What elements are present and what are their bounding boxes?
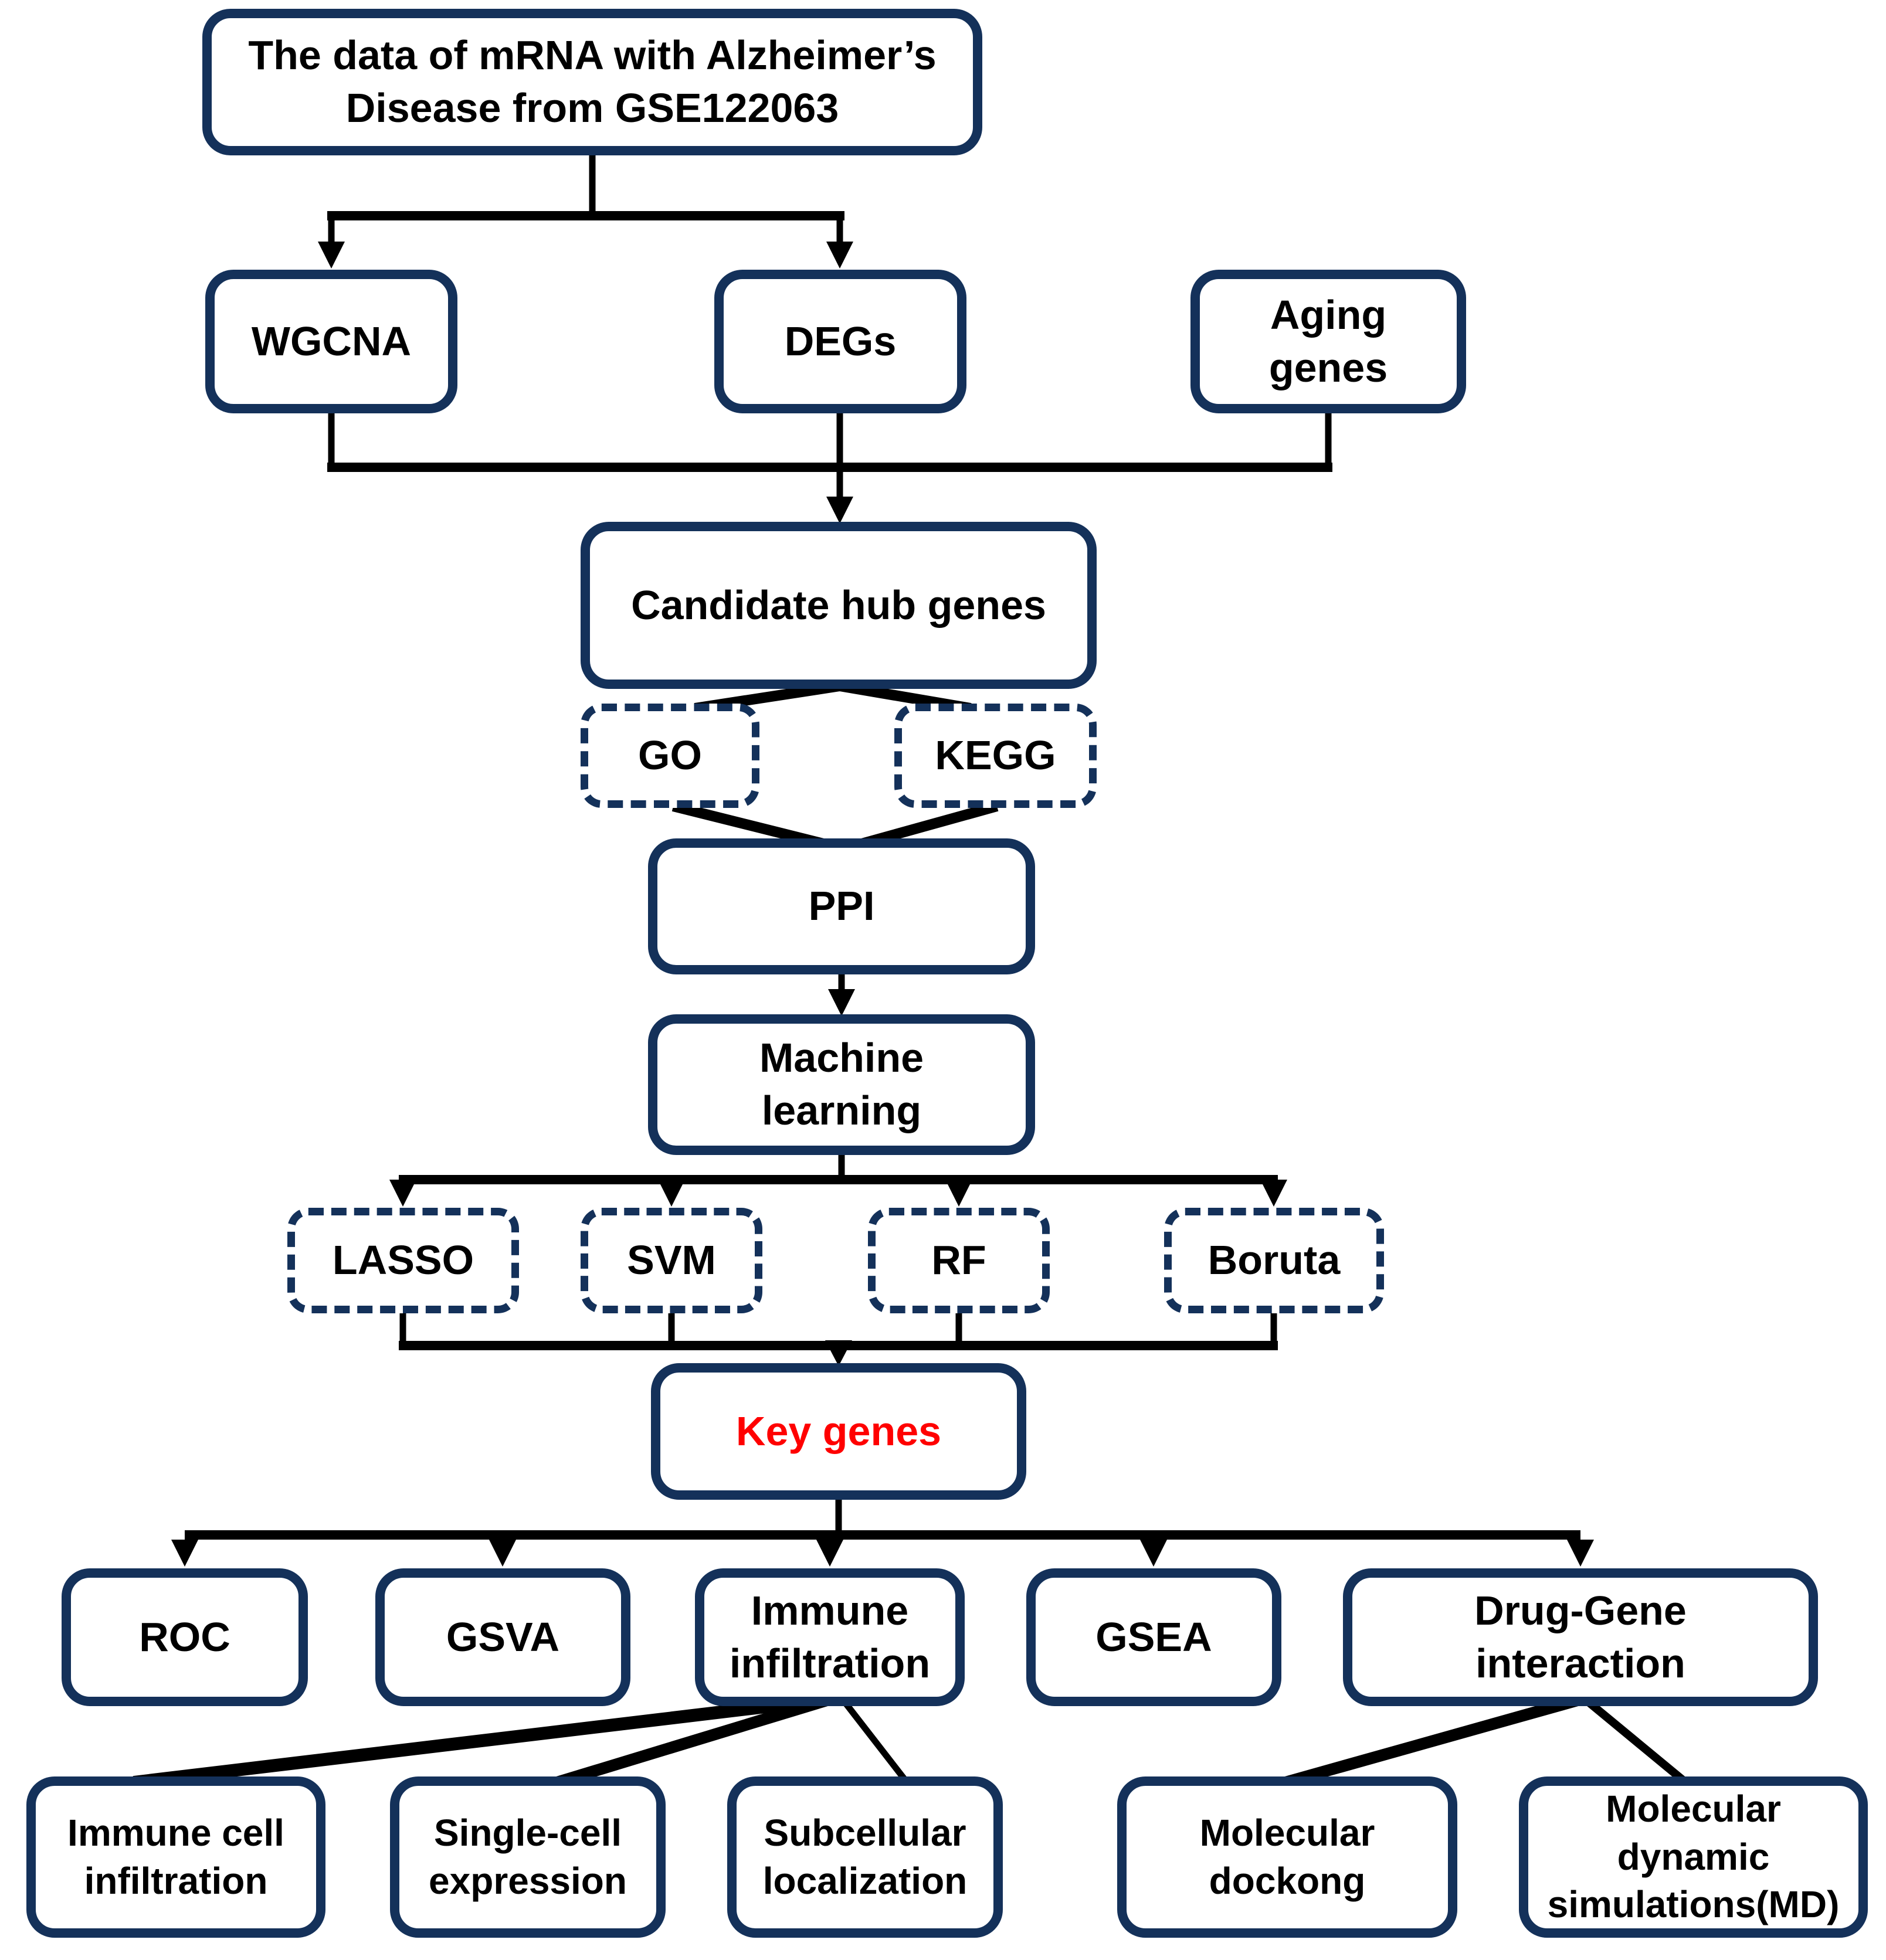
node-svm: SVM [581,1208,762,1313]
node-gsea: GSEA [1026,1568,1281,1706]
edge-row2-to-candidate [327,409,1332,524]
node-immune-cell-infiltration-label: Immune cell infiltration [67,1811,284,1902]
node-immune-cell-infiltration: Immune cell infiltration [26,1776,325,1938]
node-ppi: PPI [648,838,1035,974]
node-molecular-dynamic-simulations-label: Molecular dynamic simulations(MD) [1547,1787,1840,1926]
edge-methods-to-key-genes [399,1309,1278,1366]
node-immune-infiltration: Immune infiltration [695,1568,965,1706]
node-wgcna: WGCNA [205,270,457,413]
edge-ppi-to-machine-learning [828,972,855,1016]
node-degs: DEGs [714,270,966,413]
node-degs-label: DEGs [784,318,897,364]
node-boruta-label: Boruta [1207,1237,1341,1283]
edge-drug-gene-to-details [1284,1694,1687,1788]
node-drug-gene-interaction: Drug-Gene interaction [1343,1568,1818,1706]
node-gsea-label: GSEA [1095,1613,1212,1660]
node-machine-learning-label: Machine learning [759,1035,924,1133]
node-svm-label: SVM [627,1237,716,1283]
node-molecular-dynamic-simulations: Molecular dynamic simulations(MD) [1519,1776,1868,1938]
node-molecular-docking-label: Molecular dockong [1199,1811,1375,1902]
node-immune-infiltration-label: Immune infiltration [729,1587,931,1686]
edge-machine-learning-to-methods [389,1153,1287,1207]
node-wgcna-label: WGCNA [251,318,412,364]
node-kegg-label: KEGG [935,732,1056,779]
node-go: GO [581,704,759,808]
node-go-label: GO [638,732,702,779]
node-gsva-label: GSVA [446,1613,560,1660]
node-boruta: Boruta [1164,1208,1384,1313]
edge-source-to-wgcna-degs [318,154,853,269]
node-key-genes: Key genes [651,1363,1026,1500]
node-subcellular-localization: Subcellular localization [727,1776,1003,1938]
node-gsva: GSVA [375,1568,630,1706]
node-rf: RF [868,1208,1050,1313]
node-lasso-label: LASSO [332,1237,474,1283]
node-aging-genes-label: Aging genes [1268,291,1388,390]
node-single-cell-expression-label: Single-cell expression [429,1811,627,1902]
node-candidate-hub-genes: Candidate hub genes [581,522,1097,689]
node-candidate-hub-genes-label: Candidate hub genes [631,582,1046,628]
node-ppi-label: PPI [808,883,875,929]
node-single-cell-expression: Single-cell expression [390,1776,666,1938]
node-roc: ROC [62,1568,308,1706]
node-machine-learning: Machine learning [648,1014,1035,1155]
node-aging-genes: Aging genes [1190,270,1466,413]
node-kegg: KEGG [894,704,1097,808]
node-key-genes-label: Key genes [735,1408,942,1454]
edge-immune-infiltration-to-details [133,1694,909,1789]
node-source-data-label: The data of mRNA with Alzheimer’s Diseas… [248,32,937,131]
node-lasso: LASSO [287,1208,519,1313]
node-roc-label: ROC [139,1613,230,1660]
node-molecular-docking: Molecular dockong [1117,1776,1457,1938]
node-subcellular-localization-label: Subcellular localization [762,1811,968,1902]
node-drug-gene-interaction-label: Drug-Gene interaction [1474,1587,1687,1686]
node-rf-label: RF [931,1237,986,1283]
node-source-data: The data of mRNA with Alzheimer’s Diseas… [202,9,982,155]
edge-key-genes-to-analyses [171,1495,1594,1567]
